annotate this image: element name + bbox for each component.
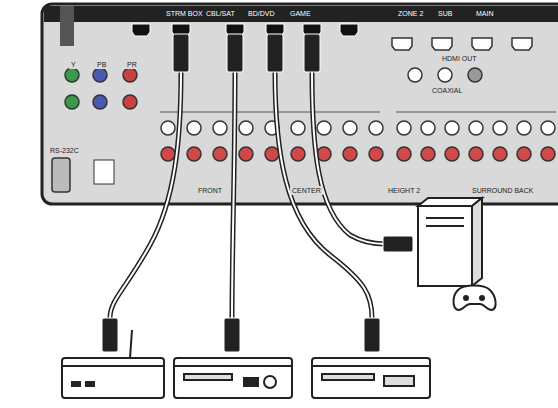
panel-label: HDMI OUT [440, 54, 479, 63]
panel-label: RS-232C [48, 146, 81, 155]
rca-jack [343, 147, 357, 161]
panel-label: MAIN [474, 9, 496, 18]
rca-jack [469, 121, 483, 135]
panel-label: SURROUND BACK [470, 186, 535, 195]
rca-jack [421, 121, 435, 135]
rca-jack [213, 121, 227, 135]
rca-jack [187, 121, 201, 135]
rca-jack [213, 147, 227, 161]
rca-jack [239, 147, 253, 161]
rca-jack [445, 121, 459, 135]
rca-jack [161, 147, 175, 161]
panel-label: Y [69, 60, 78, 69]
panel-label: CBL/SAT [204, 9, 237, 18]
rca-jack [493, 121, 507, 135]
panel-label: BD/DVD [246, 9, 276, 18]
panel-label: COAXIAL [430, 86, 464, 95]
panel-label: PR [125, 60, 139, 69]
rca-jack [239, 121, 253, 135]
rca-jack [369, 121, 383, 135]
rca-jack [187, 147, 201, 161]
rca-jack [517, 147, 531, 161]
panel-label: SUB [436, 9, 454, 18]
rca-jack [291, 147, 305, 161]
panel-label: STRM BOX [164, 9, 205, 18]
panel-label: GAME [288, 9, 313, 18]
rca-jack [421, 147, 435, 161]
rca-jack [161, 121, 175, 135]
rca-jack [469, 147, 483, 161]
rca-jack [343, 121, 357, 135]
panel-label: FRONT [196, 186, 224, 195]
panel-label: PB [95, 60, 108, 69]
panel-label: HEIGHT 2 [386, 186, 422, 195]
rca-jack [317, 121, 331, 135]
rca-jack [493, 147, 507, 161]
panel-label: CENTER [290, 186, 323, 195]
rca-jack [369, 147, 383, 161]
rca-jack [445, 147, 459, 161]
panel-label: ZONE 2 [396, 9, 425, 18]
rca-jack [265, 147, 279, 161]
rca-jack [397, 121, 411, 135]
rca-jack [541, 121, 555, 135]
rca-jack [517, 121, 531, 135]
rca-jack [397, 147, 411, 161]
rca-jack [291, 121, 305, 135]
rca-jack [541, 147, 555, 161]
